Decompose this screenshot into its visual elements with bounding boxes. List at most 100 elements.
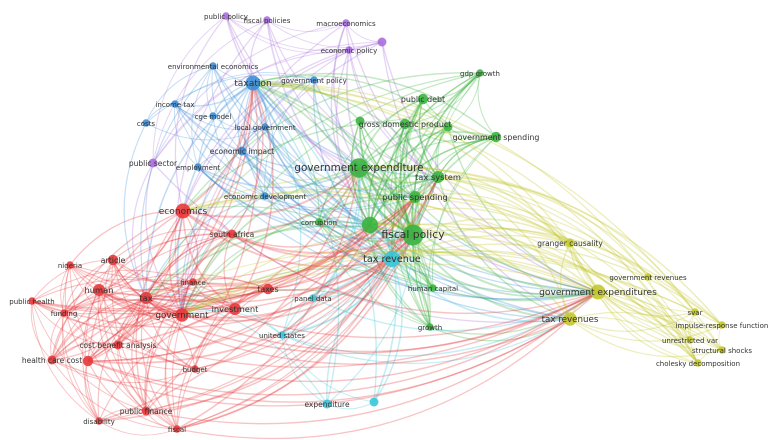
node-label[interactable]: local government [234,124,295,132]
node-economic-impact[interactable] [237,146,247,156]
node-government-revenues[interactable] [644,273,652,281]
node-economic-policy[interactable] [345,46,353,54]
node-government-spending[interactable] [490,131,502,143]
node-government-expenditure[interactable] [349,158,369,178]
node-label[interactable]: budget [183,366,208,374]
node-label[interactable]: government expenditure [294,162,423,174]
node-label[interactable]: public debt [401,95,445,104]
node-investment[interactable] [229,303,241,315]
node-panel-data[interactable] [309,294,317,302]
node-label[interactable]: public health [9,298,54,306]
node-funding[interactable] [60,309,68,317]
node-label[interactable]: finance [180,279,206,287]
node-taxation[interactable] [245,75,261,91]
node-label[interactable]: south africa [210,230,254,239]
node-public-policy[interactable] [222,12,230,20]
node-unlabeled-25[interactable] [361,216,379,234]
node-label[interactable]: funding [51,310,78,318]
node-label[interactable]: cost benefit analysis [79,341,156,350]
node-label[interactable]: economic development [224,193,306,201]
node-label[interactable]: fiscal [168,426,186,434]
node-economic-development[interactable] [261,192,269,200]
node-label[interactable]: nigeria [58,262,82,270]
node-label[interactable]: impulse-response function [676,322,769,330]
node-label[interactable]: public policy [204,13,248,21]
node-unrestricted-var[interactable] [686,336,694,344]
node-unlabeled-4[interactable] [377,37,387,47]
node-income-tax[interactable] [171,100,179,108]
node-government-expenditures[interactable] [590,284,606,300]
node-label[interactable]: taxes [257,285,278,294]
node-cholesky-decomposition[interactable] [694,359,702,367]
node-label[interactable]: public sector [129,159,178,168]
node-label[interactable]: structural shocks [692,347,752,355]
node-label[interactable]: public spending [382,192,448,202]
node-unlabeled-16[interactable] [355,116,365,126]
node-label[interactable]: article [101,256,126,265]
node-label[interactable]: human capital [408,285,458,293]
node-label[interactable]: government policy [281,77,347,85]
node-label[interactable]: corruption [301,219,337,227]
node-macroeconomics[interactable] [342,19,350,27]
node-label[interactable]: costs [137,120,156,128]
node-gdp-growth[interactable] [476,69,484,77]
node-label[interactable]: tax [139,293,152,303]
node-granger-causality[interactable] [565,238,575,248]
node-budget[interactable] [191,365,199,373]
node-employment[interactable] [194,163,202,171]
node-public-spending[interactable] [409,191,421,203]
node-public-debt[interactable] [417,93,429,105]
node-taxes[interactable] [262,283,274,295]
node-public-health[interactable] [28,297,36,305]
node-tax-system[interactable] [432,171,444,183]
node-unlabeled-34[interactable] [369,397,379,407]
node-label[interactable]: fiscal policy [381,228,445,241]
node-economics[interactable] [175,203,191,219]
node-label[interactable]: tax revenue [363,254,421,265]
node-label[interactable]: government [156,311,210,321]
node-label[interactable]: gross domestic product [359,120,452,129]
node-unlabeled-49[interactable] [82,355,94,367]
node-label[interactable]: expenditure [304,400,350,409]
node-human-capital[interactable] [429,284,437,292]
node-label[interactable]: cholesky decomposition [656,360,740,368]
node-label[interactable]: tax system [415,172,461,182]
node-label[interactable]: cge model [195,113,232,121]
node-structural-shocks[interactable] [718,346,726,354]
node-label[interactable]: government spending [453,133,540,142]
node-label[interactable]: united states [259,332,305,340]
node-label[interactable]: economics [159,207,208,217]
node-label[interactable]: health care cost [22,356,82,365]
node-government[interactable] [175,308,189,322]
node-fiscal[interactable] [173,425,181,433]
node-label[interactable]: growth [418,324,442,332]
node-human[interactable] [93,284,105,296]
node-fiscal-policy[interactable] [402,224,424,246]
node-label[interactable]: economic impact [210,147,274,156]
node-label[interactable]: macroeconomics [316,20,376,28]
node-label[interactable]: fiscal policies [244,17,291,25]
node-label[interactable]: investment [212,304,260,314]
node-label[interactable]: disability [83,418,115,426]
node-growth[interactable] [426,323,434,331]
node-public-finance[interactable] [141,406,151,416]
node-tax-revenues[interactable] [563,312,577,326]
node-unlabeled-18[interactable] [443,122,453,132]
node-label[interactable]: public finance [120,407,173,416]
node-label[interactable]: employment [176,164,221,172]
node-label[interactable]: human [85,285,114,295]
node-environmental-economics[interactable] [209,62,217,70]
node-label[interactable]: government revenues [609,274,687,282]
node-corruption[interactable] [315,218,323,226]
node-south-africa[interactable] [227,229,237,239]
node-gross-domestic-product[interactable] [399,118,411,130]
node-label[interactable]: panel data [294,295,331,303]
node-tax[interactable] [140,292,152,304]
node-public-sector[interactable] [148,158,158,168]
node-svar[interactable] [691,308,699,316]
node-label[interactable]: gdp growth [460,70,500,78]
node-government-policy[interactable] [310,76,318,84]
node-label[interactable]: tax revenues [542,315,599,325]
node-cost-benefit-analysis[interactable] [113,340,123,350]
